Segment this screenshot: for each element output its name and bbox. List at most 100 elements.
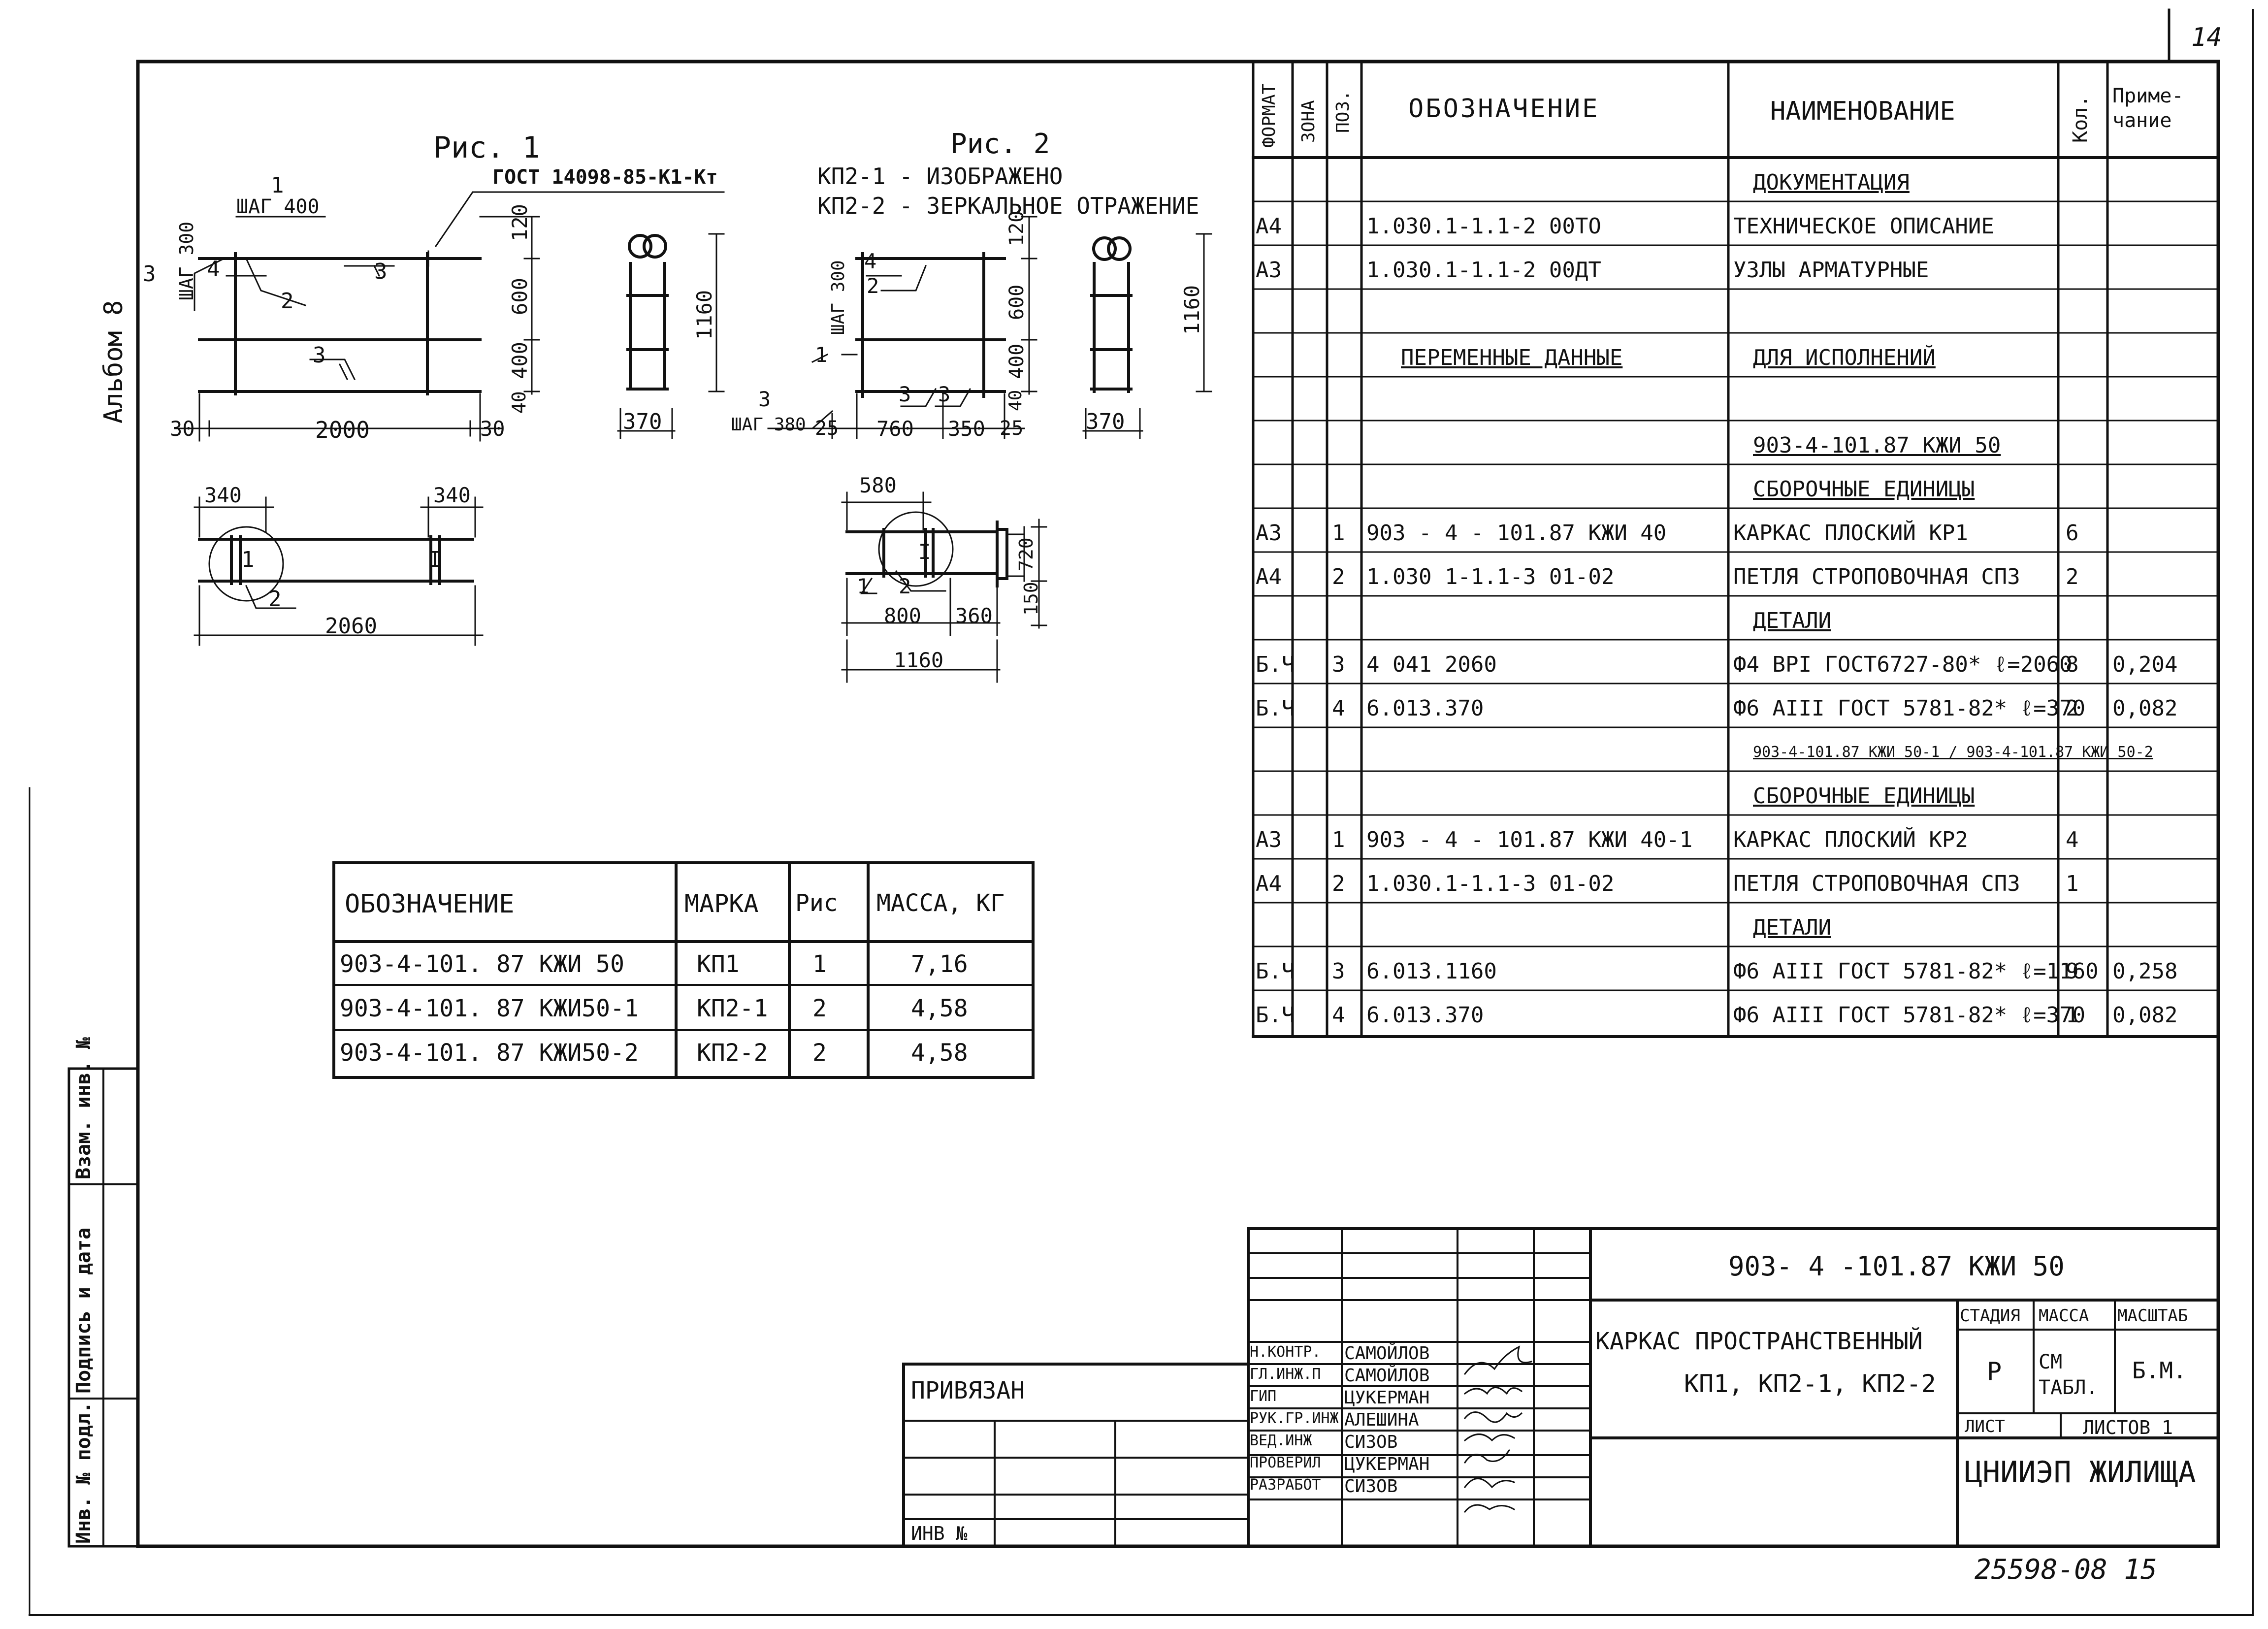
spec-cell: Б.Ч bbox=[1256, 695, 1295, 721]
spec-cell: 4 bbox=[1332, 1002, 1345, 1028]
spec-cell: 6.013.1160 bbox=[1366, 958, 1497, 984]
spec-cell: А3 bbox=[1256, 520, 1282, 546]
fig2-callout-3c: 3 bbox=[938, 382, 951, 406]
fig1-dim-600: 600 bbox=[508, 278, 532, 315]
spec-cell: 1 bbox=[1332, 520, 1345, 546]
spec-header-format: ФОРМАТ bbox=[1259, 83, 1279, 148]
spec-cell: 903 - 4 - 101.87 КЖИ 40 bbox=[1366, 520, 1667, 546]
spec-header-name: Наименование bbox=[1770, 97, 1955, 126]
fig1-dim-340b: 340 bbox=[433, 483, 471, 507]
spec-cell: Петля строповочная СП3 bbox=[1733, 871, 2020, 896]
spec-header-zone: ЗОНА bbox=[1298, 100, 1319, 143]
spec-cell: 4 bbox=[1332, 695, 1345, 721]
fig2-plan-callout-2: 2 bbox=[899, 574, 911, 598]
spec-cell: Сборочные единицы bbox=[1753, 476, 1975, 502]
spec-cell: Ф6 АIII ГОСТ 5781-82* ℓ=370 bbox=[1733, 695, 2086, 721]
fig1-dim-2060: 2060 bbox=[325, 614, 377, 639]
mass-header-mass: Масса, кг bbox=[876, 889, 1005, 917]
fig2-line1: КП2-1 - ИЗОБРАЖЕНО bbox=[817, 163, 1063, 190]
spec-cell: 1 bbox=[1332, 827, 1345, 852]
fig1-step400: ШАГ 400 bbox=[236, 195, 320, 218]
fig2-dim-760: 760 bbox=[876, 417, 914, 441]
side-label-inv-podl: Инв. № подл. bbox=[72, 1401, 95, 1544]
sheet-number: 14 bbox=[2191, 23, 2222, 52]
title-name-line1: Каркас пространственный bbox=[1595, 1328, 1923, 1355]
fig2-dim-400: 400 bbox=[1005, 343, 1028, 379]
title-role-name: АЛЕШИНА bbox=[1344, 1410, 1419, 1430]
spec-cell: 903 - 4 - 101.87 КЖИ 40-1 bbox=[1366, 827, 1693, 852]
spec-cell: Сборочные единицы bbox=[1753, 783, 1975, 809]
fig2-dim-25b: 25 bbox=[1000, 417, 1024, 440]
fig1-dim-30a: 30 bbox=[170, 417, 195, 441]
side-label-vzam: Взам. инв. № bbox=[72, 1037, 95, 1179]
title-role: ПРОВЕРИЛ bbox=[1250, 1454, 1321, 1471]
spec-cell: 903-4-101.87 КЖИ 50 bbox=[1753, 432, 2001, 458]
fig1-dim-30b: 30 bbox=[480, 417, 505, 441]
mass-cell: 903-4-101. 87 КЖИ50-2 bbox=[340, 1039, 639, 1067]
spec-cell: 6 bbox=[2066, 520, 2079, 546]
spec-cell: 2 bbox=[2066, 564, 2079, 589]
spec-cell: 1.030.1-1.1-2 00ТО bbox=[1366, 213, 1601, 239]
fig2-callout-3a: 3 bbox=[758, 387, 771, 411]
spec-cell: Документация bbox=[1753, 169, 1910, 195]
fig1-plan-callout-1: 1 bbox=[241, 547, 255, 572]
fig1-callout-2: 2 bbox=[281, 289, 294, 314]
fig2-plan-mark: I bbox=[918, 540, 931, 564]
fig1-gost: ГОСТ 14098-85-К1-Кт bbox=[492, 166, 718, 189]
title-stage-header: Стадия bbox=[1960, 1306, 2020, 1326]
title-stage: Р bbox=[1987, 1357, 2002, 1386]
bottom-code: 25598-08 15 bbox=[1975, 1554, 2157, 1586]
title-doc-code: 903- 4 -101.87 КЖИ 50 bbox=[1728, 1251, 2065, 1282]
fig1-callout-1: 1 bbox=[271, 173, 284, 198]
mass-cell: КП2-1 bbox=[697, 995, 768, 1022]
fig1-callout-4: 4 bbox=[207, 257, 220, 282]
fig2-dim-1160: 1160 bbox=[1180, 285, 1204, 335]
fig1-step300: ШАГ 300 bbox=[176, 221, 197, 300]
mass-header-mark: Марка bbox=[684, 889, 759, 918]
title-role: ГИП bbox=[1250, 1388, 1277, 1405]
title-role: ГЛ.ИНЖ.П bbox=[1250, 1366, 1321, 1383]
spec-cell: Каркас плоский КР2 bbox=[1733, 827, 1968, 852]
spec-cell: 2 bbox=[1332, 564, 1345, 589]
fig2-callout-4: 4 bbox=[864, 249, 877, 273]
fig1-plan-callout-2: 2 bbox=[268, 586, 282, 612]
spec-cell: А3 bbox=[1256, 257, 1282, 283]
title-scale: Б.М. bbox=[2132, 1357, 2187, 1384]
mass-cell: 1 bbox=[812, 950, 827, 978]
title-name-line2: КП1, КП2-1, КП2-2 bbox=[1684, 1369, 1936, 1398]
title-role-name: САМОЙЛОВ bbox=[1344, 1366, 1430, 1386]
fig2-dim-370: 370 bbox=[1086, 409, 1125, 434]
fig2-step300: ШАГ 300 bbox=[828, 260, 848, 335]
title-role-name: СИЗОВ bbox=[1344, 1476, 1398, 1497]
fig2-dim-350: 350 bbox=[948, 417, 985, 441]
spec-header-designation: Обозначение bbox=[1408, 94, 1600, 124]
title-role-name: СИЗОВ bbox=[1344, 1432, 1398, 1452]
spec-cell: Б.Ч bbox=[1256, 958, 1295, 984]
spec-cell: Детали bbox=[1753, 608, 1831, 633]
spec-cell: Ф6 АIII ГОСТ 5781-82* ℓ=370 bbox=[1733, 1002, 2086, 1028]
fig2-dim-120: 120 bbox=[1005, 210, 1028, 246]
spec-cell: 1 bbox=[2066, 871, 2079, 896]
fig2-callout-1: 1 bbox=[815, 343, 828, 367]
spec-cell: Узлы арматурные bbox=[1733, 257, 1929, 283]
spec-cell: Ф6 АIII ГОСТ 5781-82* ℓ=1160 bbox=[1733, 958, 2099, 984]
fig1-callout-3: 3 bbox=[143, 261, 156, 287]
fig1-dim-1160: 1160 bbox=[692, 290, 716, 340]
side-label-signature: Подпись и дата bbox=[72, 1227, 95, 1394]
spec-cell: А4 bbox=[1256, 213, 1282, 239]
fig1-callout-3c: 3 bbox=[313, 343, 326, 368]
title-role-name: САМОЙЛОВ bbox=[1344, 1343, 1430, 1364]
title-inv-no: Инв № bbox=[911, 1523, 968, 1544]
fig2-step380: ШАГ 380 bbox=[731, 415, 806, 435]
fig2-callout-2: 2 bbox=[867, 274, 879, 298]
spec-cell: 3 bbox=[1332, 958, 1345, 984]
spec-cell: 2 bbox=[1332, 871, 1345, 896]
mass-cell: 4,58 bbox=[911, 995, 968, 1022]
title-mass: СМ ТАБЛ. bbox=[2039, 1351, 2098, 1399]
spec-cell: 0,258 bbox=[2112, 958, 2178, 984]
spec-cell: 0,082 bbox=[2112, 695, 2178, 721]
fig2-plan-callout-1: 1 bbox=[857, 574, 870, 598]
title-role: ВЕД.ИНЖ bbox=[1250, 1432, 1312, 1449]
